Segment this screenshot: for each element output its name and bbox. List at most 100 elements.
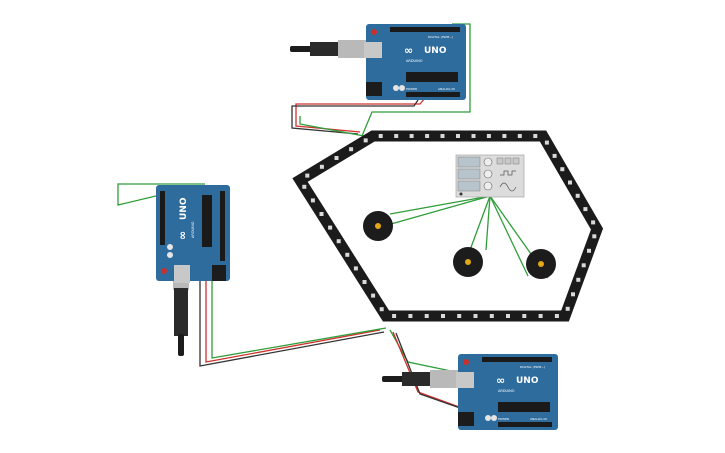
neopixel-led — [425, 134, 430, 138]
digital-label: DIGITAL (PWM~) — [428, 35, 453, 39]
capacitor — [485, 415, 491, 421]
power-label: POWER — [498, 417, 509, 421]
neopixel-led — [565, 306, 570, 311]
neopixel-led — [571, 292, 575, 297]
neopixel-led — [302, 184, 307, 189]
neopixel-led — [576, 277, 581, 282]
neopixel-led — [568, 180, 572, 185]
neopixel-led — [345, 252, 350, 257]
reset-button[interactable] — [463, 359, 469, 365]
wire-top-red[interactable] — [295, 97, 426, 133]
atmega-chip — [498, 402, 550, 412]
reset-button[interactable] — [161, 268, 167, 274]
capacitor — [491, 415, 497, 421]
wire-buzzer-right[interactable] — [489, 195, 529, 277]
gen-button-sine[interactable] — [512, 157, 520, 165]
gen-button-square[interactable] — [496, 157, 504, 165]
neopixel-led — [371, 293, 376, 298]
gen-knob-2[interactable] — [483, 169, 493, 179]
neopixel-led — [538, 314, 543, 318]
neopixel-led — [319, 164, 324, 169]
board-brand-label: ARDUINO — [406, 59, 423, 63]
neopixel-led — [489, 314, 494, 318]
neopixel-led — [592, 234, 597, 239]
neopixel-led — [319, 212, 324, 216]
neopixel-led — [456, 134, 460, 138]
wire-buzzer-left2[interactable] — [383, 195, 491, 227]
neopixel-led — [310, 198, 315, 203]
neopixel-led — [575, 193, 580, 198]
gen-display-1 — [457, 156, 481, 168]
neopixel-led — [581, 263, 586, 268]
piezo-middle[interactable] — [453, 247, 483, 277]
neopixel-strip-hexagon[interactable] — [292, 130, 604, 322]
power-jack — [212, 265, 226, 281]
analog-label: ANALOG IN — [530, 417, 547, 421]
digital-header[interactable] — [390, 27, 460, 32]
usb-port — [364, 42, 382, 58]
wire-top-black[interactable] — [291, 99, 419, 135]
arduino-uno-top[interactable]: ∞ UNO ARDUINO DIGITAL (PWM~) ANALOG IN P… — [364, 24, 466, 100]
neopixel-led — [587, 248, 591, 253]
neopixel-led — [440, 134, 445, 138]
board-model-label: UNO — [424, 46, 447, 56]
usb-port — [174, 265, 190, 283]
wire-buzzer-mid[interactable] — [469, 195, 491, 251]
board-brand-label: ARDUINO — [191, 221, 195, 238]
neopixel-led — [506, 314, 510, 318]
wire-left-red[interactable] — [205, 261, 381, 363]
neopixel-led — [353, 266, 358, 271]
neopixel-led — [502, 134, 507, 138]
gen-display-2 — [457, 168, 481, 180]
square-wave-icon — [500, 170, 516, 176]
board-brand-label: ARDUINO — [498, 389, 515, 393]
arduino-uno-left[interactable]: ∞ UNO ARDUINO — [156, 185, 230, 283]
arduino-logo-icon: ∞ — [176, 231, 189, 240]
piezo-right[interactable] — [526, 249, 556, 279]
analog-header[interactable] — [160, 191, 165, 245]
neopixel-led — [473, 314, 478, 318]
neopixel-led — [424, 314, 429, 318]
gen-button-triangle[interactable] — [504, 157, 512, 165]
neopixel-led — [554, 314, 559, 318]
neopixel-led — [409, 134, 414, 138]
neopixel-led — [379, 307, 384, 312]
neopixel-led — [544, 140, 549, 145]
wire-buzzer-left[interactable] — [389, 195, 491, 215]
atmega-chip — [406, 72, 458, 82]
neopixel-led — [522, 314, 527, 318]
wire-buzzer-mid2[interactable] — [485, 195, 491, 251]
wire-left-green[interactable] — [117, 183, 205, 206]
sine-wave-icon — [499, 182, 517, 192]
arduino-uno-bottom[interactable]: ∞ UNO ARDUINO DIGITAL (PWM~) ANALOG IN P… — [456, 354, 558, 430]
arduino-logo-icon: ∞ — [404, 44, 413, 57]
gen-display-3 — [457, 180, 481, 192]
digital-label: DIGITAL (PWM~) — [520, 365, 545, 369]
analog-header[interactable] — [406, 92, 460, 97]
digital-header[interactable] — [220, 191, 225, 261]
gen-knob-1[interactable] — [483, 157, 493, 167]
neopixel-led — [336, 239, 341, 244]
gen-terminal[interactable] — [459, 192, 463, 196]
gen-knob-3[interactable] — [483, 181, 493, 191]
wire-top-green2[interactable] — [299, 116, 365, 137]
usb-port — [456, 372, 474, 388]
neopixel-led — [560, 167, 565, 172]
neopixel-led — [591, 220, 596, 225]
neopixel-led — [394, 134, 399, 138]
reset-button[interactable] — [371, 29, 377, 35]
neopixel-led — [441, 314, 445, 318]
neopixel-led — [334, 156, 339, 160]
neopixel-led — [392, 314, 397, 318]
board-model-label: UNO — [179, 197, 189, 220]
analog-label: ANALOG IN — [438, 87, 455, 91]
digital-header[interactable] — [482, 357, 552, 362]
function-generator[interactable] — [455, 154, 525, 198]
piezo-left[interactable] — [363, 211, 393, 241]
capacitor — [393, 85, 399, 91]
usb-cable-top[interactable] — [290, 40, 370, 58]
analog-header[interactable] — [498, 422, 552, 427]
wire-top-green[interactable] — [361, 23, 471, 137]
usb-cable-bottom[interactable] — [382, 370, 462, 388]
